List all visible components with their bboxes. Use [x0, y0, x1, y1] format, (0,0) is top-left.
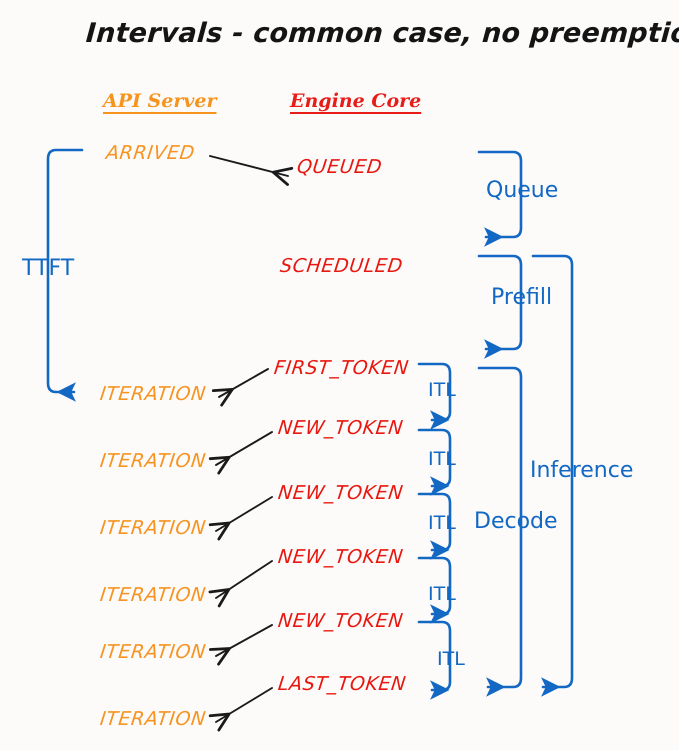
interval-label-itl-2: ITL — [428, 448, 456, 470]
transition-arrow-new-token-2-to-iteration — [208, 496, 273, 541]
interval-label-prefill: Prefill — [491, 285, 553, 310]
transition-arrow-first-token-to-iteration — [211, 368, 269, 407]
column-heading-engine-core: Engine Core — [290, 90, 422, 112]
interval-bracket-itl-4 — [417, 556, 452, 624]
interval-label-decode: Decode — [474, 509, 558, 534]
interval-bracket-itl-2 — [417, 428, 452, 496]
interval-bracket-ttft — [46, 148, 84, 402]
interval-bracket-decode — [477, 366, 523, 697]
interval-label-itl-3: ITL — [428, 512, 456, 534]
interval-bracket-inference — [531, 254, 574, 697]
interval-bracket-itl-3 — [417, 492, 452, 560]
interval-label-itl-4: ITL — [428, 583, 456, 605]
interval-label-itl-1: ITL — [428, 379, 456, 401]
transition-arrow-new-token-1-to-iteration — [208, 431, 273, 475]
column-heading-api-server: API Server — [103, 90, 217, 112]
interval-bracket-prefill — [477, 254, 523, 359]
interval-label-queue: Queue — [486, 178, 559, 203]
interval-label-inference: Inference — [530, 458, 634, 483]
transition-arrow-new-token-4-to-iteration — [209, 624, 273, 666]
transition-arrow-arrived-to-queued — [209, 155, 294, 186]
interval-label-itl-5: ITL — [437, 648, 465, 670]
interval-bracket-queue — [477, 150, 523, 247]
transition-arrow-last-token-to-iteration — [208, 687, 273, 732]
interval-label-ttft: TTFT — [22, 256, 75, 281]
interval-bracket-itl-5 — [417, 620, 452, 700]
transition-arrow-new-token-3-to-iteration — [208, 560, 273, 608]
interval-bracket-itl-1 — [417, 362, 452, 430]
